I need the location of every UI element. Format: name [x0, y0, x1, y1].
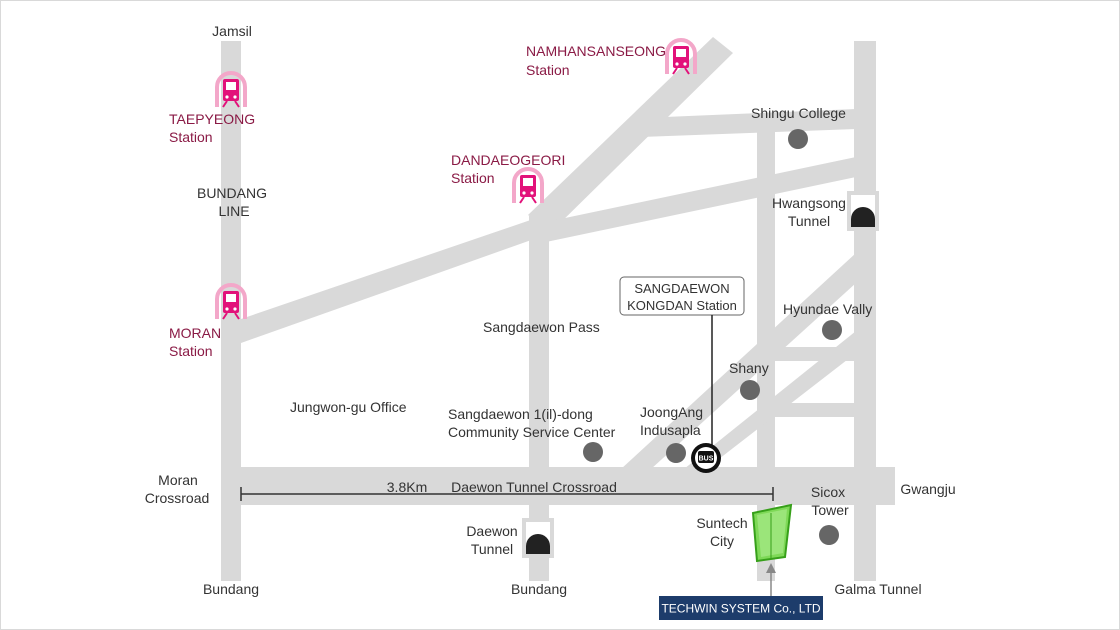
bundang-mid-label: Bundang [511, 581, 567, 597]
shany-dot-icon [740, 380, 760, 400]
daewon-crossroad-label: Daewon Tunnel Crossroad [451, 479, 617, 495]
east-road [854, 41, 876, 581]
building-icon [751, 503, 793, 563]
lower-diagonal-road [684, 331, 856, 469]
lower-connector [775, 403, 855, 417]
company-name: TECHWIN SYSTEM Co., LTD [661, 602, 820, 616]
sicox-label-1: Sicox [811, 484, 845, 500]
distance-indicator [240, 487, 774, 501]
joongang-label-2: Indusapla [640, 422, 701, 438]
namhansanseong-label: NAMHANSANSEONG [526, 43, 666, 59]
community-center-label-1: Sangdaewon 1(il)-dong [448, 406, 593, 422]
suntech-label-2: City [710, 533, 734, 549]
daewon-main-road [239, 467, 895, 505]
taepyeong-station-label: Station [169, 129, 213, 145]
daewon-tunnel-label-2: Tunnel [471, 541, 513, 557]
moran-crossroad-label-2: Crossroad [145, 490, 210, 506]
dandaeogeori-metro-icon [512, 167, 544, 205]
hyundai-label: Hyundae Vally [783, 301, 872, 317]
kongdan-station-callout: SANGDAEWON KONGDAN Station [619, 276, 745, 446]
hwangsong-tunnel-icon [847, 191, 879, 231]
sicox-label-2: Tower [811, 502, 849, 518]
moran-diagonal-road [241, 213, 551, 343]
poi-markers [583, 129, 842, 545]
hwangsong-crossroad [546, 157, 856, 242]
joongang-dot-icon [666, 443, 686, 463]
moran-label: MORAN [169, 325, 221, 341]
company-box: TECHWIN SYSTEM Co., LTD [659, 596, 823, 620]
joongang-label-1: JoongAng [640, 404, 703, 420]
shany-connector [775, 347, 855, 361]
jamsil-label: Jamsil [212, 23, 252, 39]
moran-station-label: Station [169, 343, 213, 359]
shany-label: Shany [729, 360, 769, 376]
namhansanseong-diagonal-road [528, 37, 733, 231]
dandaeogeori-station-label: Station [451, 170, 495, 186]
bus-icon: BUS [691, 443, 721, 473]
bundang-line-label-1: BUNDANG [197, 185, 267, 201]
hwangsong-label-2: Tunnel [788, 213, 830, 229]
moran-crossroad-label-1: Moran [158, 472, 198, 488]
gwangju-label: Gwangju [900, 481, 955, 497]
sicox-dot-icon [819, 525, 839, 545]
hyundai-dot-icon [822, 320, 842, 340]
community-center-dot-icon [583, 442, 603, 462]
kongdan-label-line2: KONGDAN Station [627, 298, 737, 313]
sangdaewon-pass-label: Sangdaewon Pass [483, 319, 600, 335]
bundang-line-label-2: LINE [218, 203, 249, 219]
galma-tunnel-label: Galma Tunnel [834, 581, 921, 597]
bus-label: BUS [699, 456, 714, 463]
hwangsong-label-1: Hwangsong [772, 195, 846, 211]
jungwon-office-label: Jungwon-gu Office [290, 399, 407, 415]
dandaeogeori-label: DANDAEOGEORI [451, 152, 565, 168]
namhansanseong-station-label: Station [526, 62, 570, 78]
suntech-label-1: Suntech [696, 515, 747, 531]
company-arrow [766, 563, 776, 599]
daewon-tunnel-label-1: Daewon [466, 523, 517, 539]
shingu-dot-icon [788, 129, 808, 149]
distance-label: 3.8Km [387, 479, 427, 495]
taepyeong-label: TAEPYEONG [169, 111, 255, 127]
kongdan-label-line1: SANGDAEWON [634, 281, 729, 296]
daewon-tunnel-icon [522, 518, 554, 558]
shingu-label: Shingu College [751, 105, 846, 121]
community-center-label-2: Community Service Center [448, 424, 616, 440]
east-diagonal-road [621, 253, 856, 469]
bundang-left-label: Bundang [203, 581, 259, 597]
